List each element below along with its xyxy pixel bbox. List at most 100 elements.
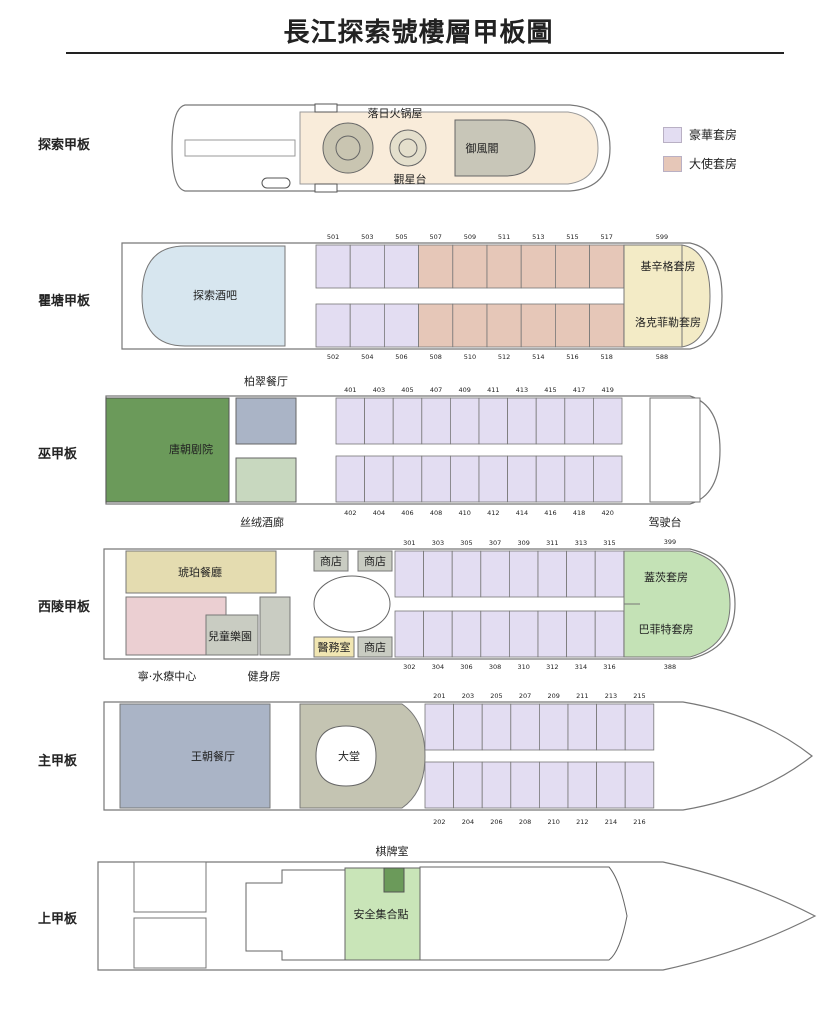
legend-label-executive: 大使套房 [689,157,738,171]
cabin-505 [383,244,419,289]
room-bar [141,245,286,347]
room-bocui [235,397,297,445]
room-shop-1 [313,550,349,572]
label-gates: 蓋茨套房 [644,570,688,584]
hotpot-table-2-inner [398,138,418,158]
cabin-number-510: 510 [464,353,476,361]
cabin-number-411: 411 [487,386,499,394]
cabin-315 [594,550,625,598]
cabin-number-209: 209 [547,692,559,700]
hotpot-table-2 [389,129,427,167]
deck-exploration: 落日火锅屋 觀星台 御風閣 [171,103,611,193]
cabin-number-216: 216 [633,818,645,826]
label-bridge: 驾驶台 [649,515,682,529]
cabin-number-505: 505 [395,233,407,241]
cabin-number-208: 208 [519,818,531,826]
cabin-205 [481,703,512,751]
cabin-number-203: 203 [462,692,474,700]
cabin-number-515: 515 [566,233,578,241]
cabin-number-513: 513 [532,233,544,241]
atrium-xiling [313,575,391,633]
hotpot-table-1-inner [335,135,361,161]
cabin-203 [453,703,483,751]
room-dynasty [119,703,271,809]
cabin-305 [451,550,482,598]
label-shop-3: 商店 [364,640,386,654]
cabin-408 [421,455,451,503]
hull-upper [97,861,817,971]
label-shop-1: 商店 [320,554,342,568]
cabin-406 [392,455,423,503]
cabin-310 [508,610,539,658]
cabin-420 [593,455,623,503]
cabin-number-315: 315 [603,539,615,547]
cabin-403 [364,397,394,445]
cabin-306 [451,610,482,658]
cabin-312 [537,610,568,658]
cabin-210 [539,761,569,809]
cabin-number-399: 399 [664,538,676,546]
cabin-516 [555,303,591,348]
cabin-311 [537,550,568,598]
room-muster [344,867,421,961]
label-dynasty: 王朝餐厅 [191,749,235,763]
label-buffett: 巴菲特套房 [639,622,694,636]
legend-swatch-deluxe [663,126,682,143]
cabin-number-308: 308 [489,663,501,671]
cabin-509 [452,244,488,289]
cabin-number-204: 204 [462,818,474,826]
label-lobby: 大堂 [338,749,360,763]
cabin-number-410: 410 [458,509,470,517]
cabin-number-303: 303 [432,539,444,547]
cabin-202 [424,761,455,809]
lift-exploration-top [314,103,338,113]
cabin-302 [394,610,425,658]
cabin-number-201: 201 [433,692,445,700]
cabin-401 [335,397,366,445]
cabin-number-508: 508 [429,353,441,361]
deck-label-qutang: 瞿塘甲板 [38,294,91,309]
label-spa: 寧·水療中心 [138,669,197,683]
cabin-419 [593,397,623,445]
cabin-517 [589,244,625,289]
cabin-number-311: 311 [546,539,558,547]
label-hotpot: 落日火锅屋 [368,107,423,120]
cabin-512 [486,303,522,348]
cabin-number-406: 406 [401,509,413,517]
label-shop-2: 商店 [364,554,386,568]
cabin-number-415: 415 [544,386,556,394]
lift-exploration-bottom [314,183,338,193]
cabin-number-501: 501 [327,233,339,241]
cabin-number-213: 213 [605,692,617,700]
cabin-212 [567,761,598,809]
label-muster: 安全集合點 [354,907,409,921]
cabin-number-414: 414 [516,509,528,517]
cabin-number-210: 210 [547,818,559,826]
cabin-number-517: 517 [600,233,612,241]
cabin-number-413: 413 [516,386,528,394]
cabin-515 [555,244,591,289]
label-theatre: 唐朝剧院 [169,442,213,456]
cabin-206 [481,761,512,809]
cabin-number-504: 504 [361,353,373,361]
cabin-number-313: 313 [575,539,587,547]
pavilion-room [454,119,536,177]
cabin-201 [424,703,455,751]
label-chess: 棋牌室 [376,844,409,858]
cabin-417 [564,397,594,445]
cabin-303 [423,550,453,598]
cabin-number-214: 214 [605,818,617,826]
label-stargaze: 觀星台 [394,172,427,186]
cabin-208 [510,761,540,809]
room-kids [205,614,259,656]
cabin-309 [508,550,539,598]
suite-block-qutang-bow [681,244,711,348]
room-shop-3 [357,636,393,658]
cabin-412 [478,455,509,503]
cabin-313 [566,550,596,598]
